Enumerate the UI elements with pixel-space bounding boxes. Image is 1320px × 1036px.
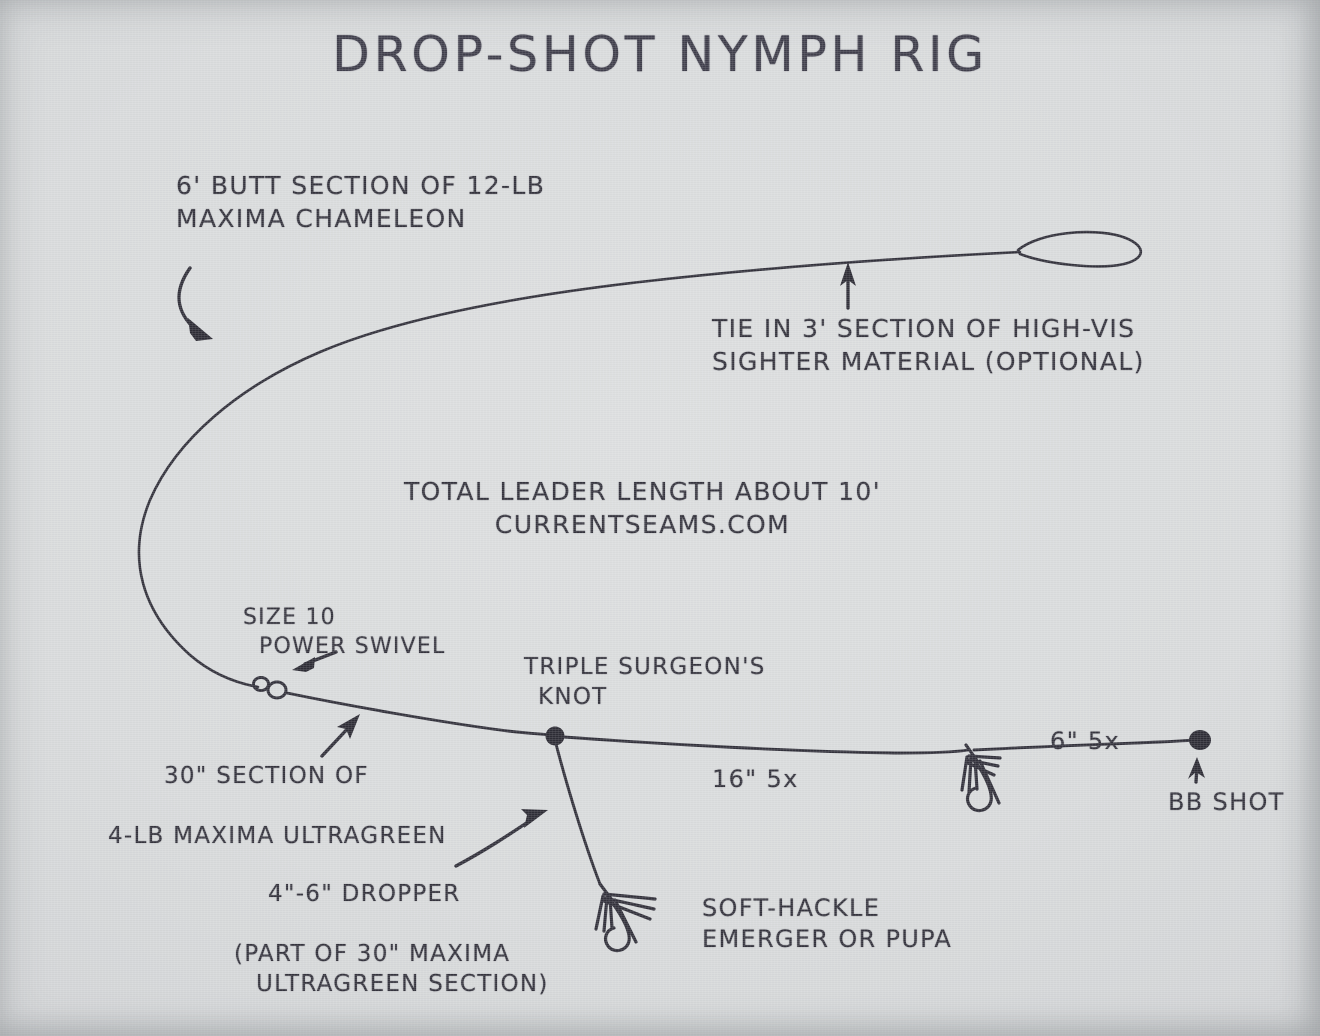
ultragreen-section-line — [285, 691, 553, 737]
page-title: DROP-SHOT NYMPH RIG — [332, 26, 988, 83]
arrow-ultragreen-section — [320, 714, 360, 758]
label-tippet-16in: 16" 5x — [712, 765, 799, 793]
leader-butt-section — [137, 250, 1022, 689]
label-swivel-line2: POWER SWIVEL — [259, 633, 446, 659]
arrow-sighter — [840, 262, 856, 310]
label-sighter-line1: TIE IN 3' SECTION OF HIGH-VIS — [712, 314, 1136, 343]
label-total-length-line1: TOTAL LEADER LENGTH ABOUT 10' — [404, 477, 881, 506]
label-butt-section: 6' BUTT SECTION OF 12-LB MAXIMA CHAMELEO… — [176, 170, 545, 235]
label-soft-hackle-fly: SOFT-HACKLE EMERGER OR PUPA — [702, 893, 952, 955]
arrow-butt-section — [177, 266, 213, 341]
label-butt-section-line1: 6' BUTT SECTION OF 12-LB — [176, 171, 546, 200]
dropper-fly-icon — [594, 882, 657, 953]
label-website: CURRENTSEAMS.COM — [494, 509, 791, 539]
label-ultragreen-section: 30" SECTION OF 4-LB MAXIMA ULTRAGREEN — [108, 762, 447, 852]
label-total-leader-length: TOTAL LEADER LENGTH ABOUT 10' CURRENTSEA… — [404, 476, 881, 541]
perfection-loop-icon — [1016, 230, 1143, 268]
tippet-16in-line — [562, 735, 970, 755]
label-swivel-line1: SIZE 10 — [243, 605, 336, 630]
bb-shot-icon — [1189, 730, 1211, 750]
tippet-6in-line — [972, 738, 1200, 752]
label-dropper-line2: (PART OF 30" MAXIMA — [234, 940, 511, 967]
label-surgeons-knot: TRIPLE SURGEON'S KNOT — [524, 653, 766, 713]
power-swivel-icon — [252, 676, 288, 700]
triple-surgeons-knot-icon — [545, 726, 565, 746]
label-dropper-line1: 4"-6" DROPPER — [268, 881, 461, 907]
point-fly-icon — [960, 743, 1002, 813]
label-sighter: TIE IN 3' SECTION OF HIGH-VIS SIGHTER MA… — [712, 313, 1145, 378]
label-power-swivel: SIZE 10 POWER SWIVEL — [243, 604, 445, 661]
arrow-dropper — [454, 809, 548, 868]
label-knot-line1: TRIPLE SURGEON'S — [524, 654, 766, 680]
label-bb-shot: BB SHOT — [1168, 788, 1285, 816]
label-butt-section-line2: MAXIMA CHAMELEON — [176, 203, 467, 233]
arrow-bb-shot — [1188, 757, 1205, 784]
label-dropper: 4"-6" DROPPER (PART OF 30" MAXIMA ULTRAG… — [234, 880, 549, 1000]
label-knot-line2: KNOT — [538, 683, 608, 710]
label-fly-line2: EMERGER OR PUPA — [702, 925, 953, 954]
label-fly-line1: SOFT-HACKLE — [702, 894, 881, 922]
label-dropper-line3: ULTRAGREEN SECTION) — [256, 970, 549, 997]
label-sighter-line2: SIGHTER MATERIAL (OPTIONAL) — [712, 346, 1145, 376]
label-ultragreen-line1: 30" SECTION OF — [164, 763, 369, 789]
label-tippet-6in: 6" 5x — [1050, 727, 1121, 755]
arrow-power-swivel — [292, 650, 338, 672]
dropper-tag-line — [554, 742, 602, 886]
label-ultragreen-line2: 4-LB MAXIMA ULTRAGREEN — [108, 822, 447, 849]
